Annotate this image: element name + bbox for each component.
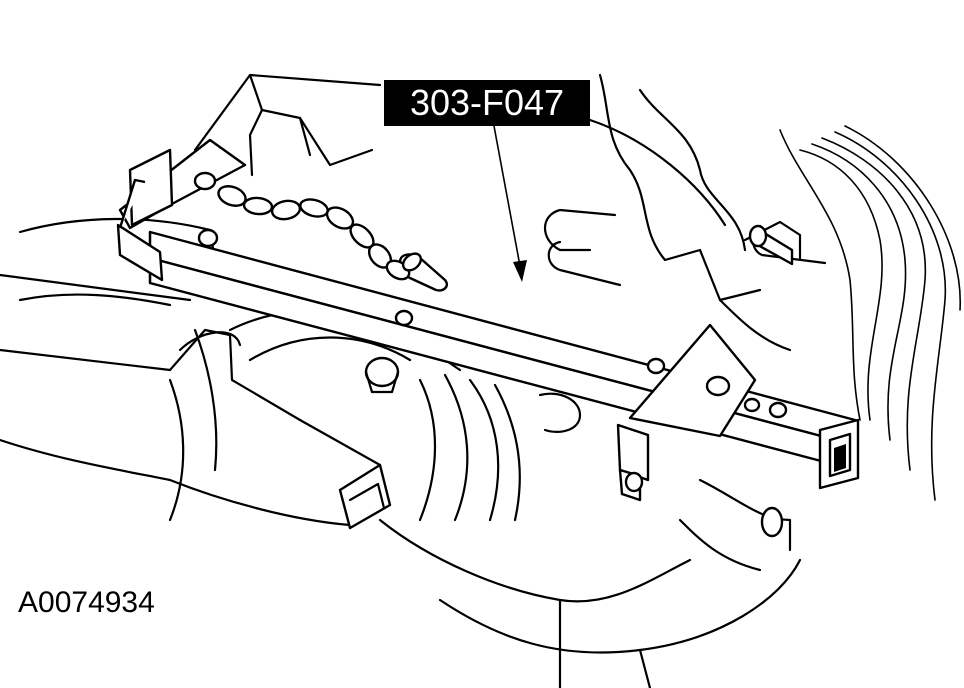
tool-callout-label: 303-F047 <box>384 80 590 126</box>
callout-leader-line <box>493 125 521 267</box>
engine-background-linework <box>0 73 961 688</box>
support-bar-tool <box>116 125 860 502</box>
callout-arrowhead <box>513 260 527 282</box>
chain <box>217 185 423 281</box>
figure-id-label: A0074934 <box>18 586 155 619</box>
